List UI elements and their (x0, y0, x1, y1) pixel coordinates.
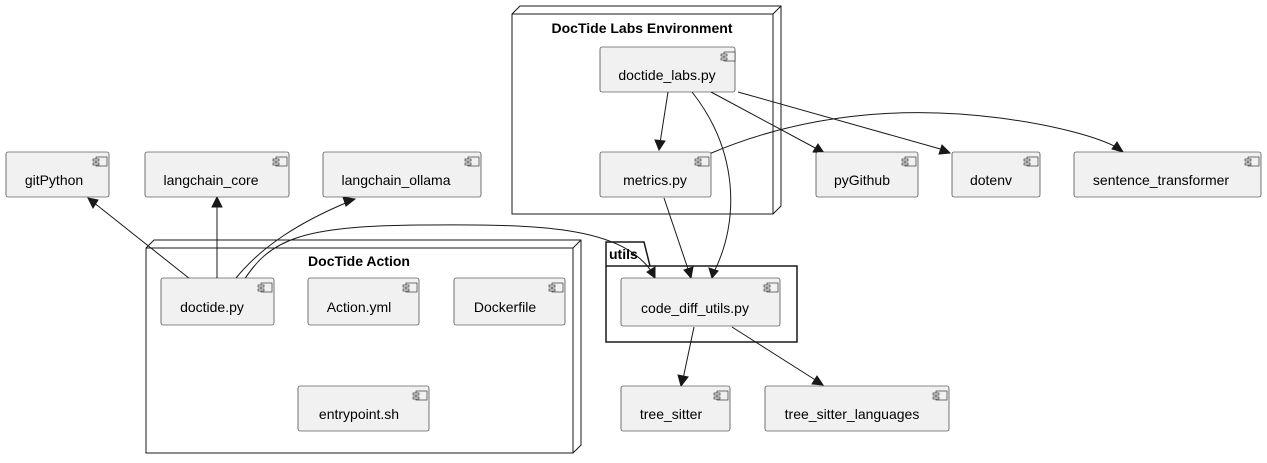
component-label: doctide.py (180, 299, 244, 315)
component-icon (402, 282, 418, 293)
component-langchain-ollama[interactable]: langchain_ollama (322, 151, 482, 198)
component-label: tree_sitter (640, 406, 703, 422)
group-title-utils: utils (609, 246, 638, 262)
component-entrypoint[interactable]: entrypoint.sh (297, 385, 430, 432)
edge-doctide-to-gitpython (87, 197, 191, 280)
edge-doctide-labs-to-metrics (654, 91, 669, 152)
component-icon (720, 51, 736, 62)
component-action-yml[interactable]: Action.yml (307, 277, 420, 326)
dependency-edges (87, 91, 1125, 388)
component-label: sentence_transformer (1093, 172, 1230, 188)
component-label: gitPython (25, 172, 83, 188)
group-title-labs-environment: DocTide Labs Environment (552, 20, 733, 36)
edge-doctide-to-code-diff-utils (243, 224, 656, 281)
component-tree-sitter-languages[interactable]: tree_sitter_languages (764, 385, 950, 432)
component-label: Action.yml (327, 299, 392, 315)
component-label: dotenv (970, 172, 1012, 188)
edge-doctide-to-langchain-core (211, 195, 223, 278)
component-langchain-core[interactable]: langchain_core (144, 151, 290, 198)
component-icon (548, 282, 564, 293)
component-label: langchain_ollama (342, 172, 451, 188)
component-icon (901, 156, 917, 167)
component-label: tree_sitter_languages (785, 406, 920, 422)
component-label: langchain_core (164, 172, 259, 188)
component-icon (464, 156, 480, 167)
component-icon (272, 156, 288, 167)
component-dockerfile[interactable]: Dockerfile (453, 277, 566, 326)
edge-code-diff-utils-to-tree-sitter-languages (731, 326, 824, 386)
component-icon (713, 390, 729, 401)
component-metrics[interactable]: metrics.py (599, 151, 712, 198)
component-icon (694, 156, 710, 167)
component-code-diff-utils[interactable]: code_diff_utils.py (620, 277, 781, 327)
component-icon (1023, 156, 1039, 167)
component-icon (412, 390, 428, 401)
component-sentence-transformer[interactable]: sentence_transformer (1073, 151, 1262, 198)
component-label: pyGithub (834, 172, 890, 188)
edge-metrics-to-code-diff-utils (663, 197, 694, 280)
edge-doctide-to-langchain-ollama (235, 196, 357, 279)
component-doctide-labs[interactable]: doctide_labs.py (599, 46, 736, 93)
component-pygithub[interactable]: pyGithub (815, 151, 919, 198)
component-icon (932, 390, 948, 401)
component-label: entrypoint.sh (319, 406, 399, 422)
component-label: Dockerfile (474, 299, 536, 315)
component-label: metrics.py (623, 172, 687, 188)
component-label: code_diff_utils.py (641, 300, 749, 316)
edge-code-diff-utils-to-tree-sitter (677, 326, 695, 388)
component-label: doctide_labs.py (618, 67, 715, 83)
edge-doctide-labs-to-code-diff-utils (691, 91, 732, 280)
component-icon (257, 282, 273, 293)
component-gitpython[interactable]: gitPython (5, 151, 110, 198)
edge-metrics-to-sentence-transformer (708, 112, 1125, 155)
component-dotenv[interactable]: dotenv (951, 151, 1041, 198)
edge-doctide-labs-to-dotenv (737, 91, 952, 155)
component-icon (1244, 156, 1260, 167)
component-tree-sitter[interactable]: tree_sitter (620, 385, 731, 432)
component-icon (763, 282, 779, 293)
component-doctide[interactable]: doctide.py (160, 277, 275, 326)
component-icon (92, 156, 108, 167)
group-title-doctide-action: DocTide Action (308, 253, 410, 269)
